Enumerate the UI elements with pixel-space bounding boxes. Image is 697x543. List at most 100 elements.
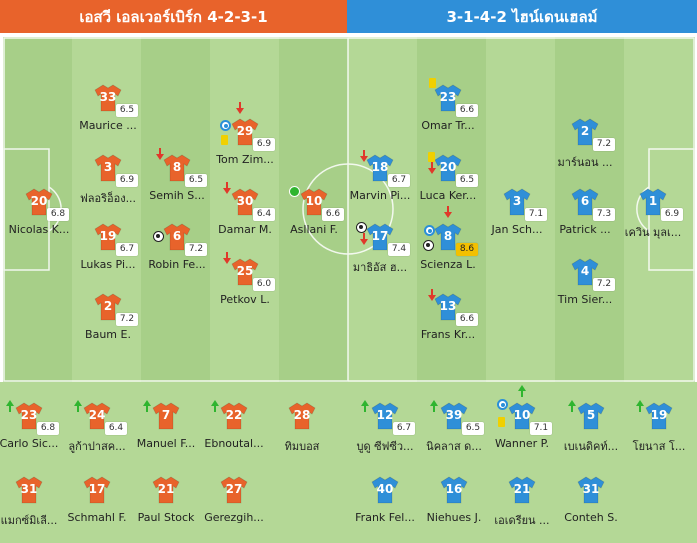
player-rating-badge: 7.2 — [593, 278, 615, 291]
jersey-number: 5 — [586, 408, 596, 422]
player-name: Frans Kr... — [420, 328, 476, 341]
player-jersey: 8 — [163, 154, 191, 182]
player-jersey: 29 — [231, 118, 259, 146]
player-jersey: 20 — [434, 154, 462, 182]
player-name: Omar Tr... — [421, 119, 475, 132]
player-rating-badge: 8.6 — [456, 243, 478, 256]
player-rating-badge: 6.6 — [322, 208, 344, 221]
jersey-icon — [434, 293, 462, 321]
jersey-icon — [371, 402, 399, 430]
jersey-number: 18 — [371, 160, 389, 174]
jersey-number: 28 — [293, 408, 311, 422]
player-name: Tom Zim... — [216, 153, 274, 166]
jersey-number: 13 — [439, 299, 457, 313]
jersey-number: 1 — [648, 194, 658, 208]
goal-ball-icon — [356, 222, 367, 233]
player-jersey: 30 — [231, 188, 259, 216]
jersey-number: 33 — [99, 90, 117, 104]
jersey-number: 2 — [580, 124, 590, 138]
away-team-title: 3-1-4-2 ไฮน์เดนเฮลม์ — [446, 7, 598, 26]
player-rating-badge: 6.5 — [116, 104, 138, 117]
player-jersey: 7 — [152, 402, 180, 430]
jersey-number: 21 — [157, 482, 175, 496]
jersey-icon — [508, 476, 536, 504]
player-name: Baum E. — [85, 328, 131, 341]
substituted-in-icon — [211, 400, 219, 412]
player-jersey: 1 — [639, 188, 667, 216]
jersey-number: 27 — [225, 482, 243, 496]
jersey-icon — [577, 476, 605, 504]
jersey-number: 39 — [445, 408, 463, 422]
substituted-out-icon — [360, 233, 368, 245]
player-jersey: 39 — [440, 402, 468, 430]
player-jersey: 2 — [571, 118, 599, 146]
player-jersey: 23 — [15, 402, 43, 430]
player-jersey: 16 — [440, 476, 468, 504]
jersey-icon — [163, 223, 191, 251]
jersey-icon — [231, 258, 259, 286]
jersey-number: 31 — [20, 482, 38, 496]
jersey-number: 10 — [513, 408, 531, 422]
player-rating-badge: 6.7 — [116, 243, 138, 256]
player-jersey: 23 — [434, 84, 462, 112]
jersey-icon — [288, 402, 316, 430]
player-jersey: 19 — [645, 402, 673, 430]
player-rating-badge: 6.5 — [456, 174, 478, 187]
player-rating-badge: 6.7 — [388, 174, 410, 187]
jersey-number: 2 — [103, 299, 113, 313]
player-rating-badge: 7.3 — [593, 208, 615, 221]
yellow-card-icon — [221, 135, 228, 145]
player-jersey: 2 — [94, 293, 122, 321]
player-rating-badge: 7.4 — [388, 243, 410, 256]
jersey-icon — [577, 402, 605, 430]
jersey-icon — [83, 402, 111, 430]
jersey-icon — [163, 154, 191, 182]
jersey-number: 22 — [225, 408, 243, 422]
player-name: Tim Sier... — [557, 293, 613, 306]
jersey-number: 20 — [30, 194, 48, 208]
player-jersey: 10 — [300, 188, 328, 216]
player-name: Gerezgih... — [204, 511, 264, 524]
jersey-icon — [15, 476, 43, 504]
